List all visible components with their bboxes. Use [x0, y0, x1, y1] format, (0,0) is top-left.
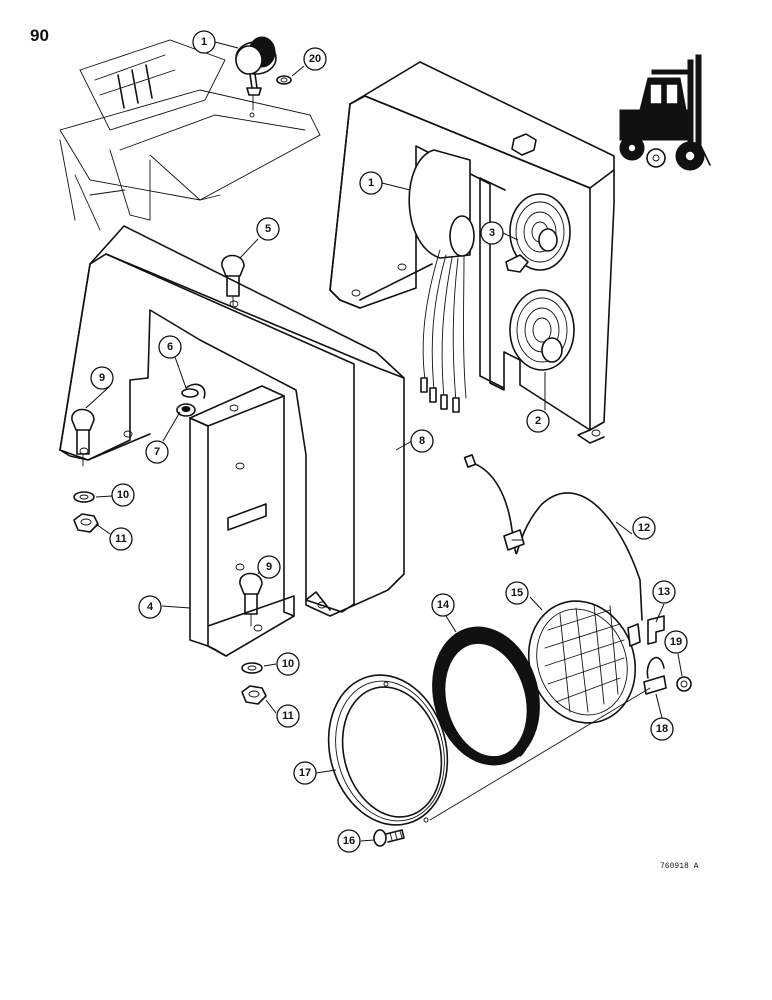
- callout-20: 20: [303, 47, 327, 71]
- rubber-ring-14: [432, 626, 540, 766]
- callout-7: 7: [145, 440, 169, 464]
- washers-6-7: [176, 383, 206, 417]
- svg-text:20: 20: [309, 53, 321, 65]
- sealed-beam-lamp-15: [527, 600, 641, 724]
- callout-5: 5: [256, 217, 280, 241]
- svg-text:10: 10: [117, 489, 129, 501]
- svg-text:2: 2: [535, 415, 541, 427]
- svg-text:8: 8: [419, 435, 425, 447]
- callout-4: 4: [138, 595, 162, 619]
- svg-text:13: 13: [658, 586, 670, 598]
- svg-text:19: 19: [670, 636, 682, 648]
- callout-10-right: 10: [276, 652, 300, 676]
- callout-11-left: 11: [109, 527, 133, 551]
- svg-text:9: 9: [266, 561, 272, 573]
- callout-14: 14: [431, 593, 455, 617]
- svg-text:7: 7: [154, 446, 160, 458]
- forklift-silhouette-icon: [619, 54, 711, 171]
- bolt-9-right: [239, 572, 263, 627]
- svg-text:3: 3: [489, 227, 495, 239]
- svg-text:11: 11: [115, 533, 127, 545]
- svg-text:1: 1: [201, 36, 207, 48]
- wire-harness-12: [463, 454, 643, 621]
- clip-13: [647, 615, 665, 645]
- nut-11-left: [73, 513, 99, 533]
- nut-20: [276, 75, 292, 85]
- leader-lines: [85, 41, 683, 842]
- callout-1-bracket-lamp: 1: [359, 171, 383, 195]
- alignment-line: [429, 687, 651, 821]
- svg-text:17: 17: [299, 767, 311, 779]
- callout-10-left: 10: [111, 483, 135, 507]
- callout-9-left: 9: [90, 366, 114, 390]
- callout-18: 18: [650, 717, 674, 741]
- bracket-8: [59, 225, 405, 617]
- lamp-1-top: [235, 36, 277, 111]
- svg-text:9: 9: [99, 372, 105, 384]
- callout-16: 16: [337, 829, 361, 853]
- svg-text:12: 12: [638, 522, 650, 534]
- washer-10-right: [241, 662, 263, 674]
- callout-2: 2: [526, 409, 550, 433]
- callout-6: 6: [158, 335, 182, 359]
- svg-text:15: 15: [511, 587, 523, 599]
- callout-19: 19: [664, 630, 688, 654]
- svg-text:1: 1: [368, 177, 374, 189]
- svg-text:14: 14: [437, 599, 450, 611]
- svg-text:4: 4: [147, 601, 154, 613]
- callout-3: 3: [480, 221, 504, 245]
- callout-1-top-lamp: 1: [192, 30, 216, 54]
- nut-11-right: [241, 685, 267, 705]
- upper-bracket-assembly: [329, 61, 615, 444]
- bolt-5: [221, 254, 245, 307]
- svg-text:5: 5: [265, 223, 271, 235]
- retaining-ring-17: [327, 674, 449, 826]
- mount-plate-4: [189, 385, 295, 657]
- svg-text:11: 11: [282, 710, 294, 722]
- callout-17: 17: [293, 761, 317, 785]
- drawing-code: 760918 A: [660, 862, 699, 871]
- svg-text:18: 18: [656, 723, 668, 735]
- svg-text:6: 6: [167, 341, 173, 353]
- callout-9-right: 9: [257, 555, 281, 579]
- callout-8: 8: [410, 429, 434, 453]
- screw-16: [373, 829, 405, 847]
- machine-fender-context: [59, 39, 321, 231]
- callout-13: 13: [652, 580, 676, 604]
- callout-11-right: 11: [276, 704, 300, 728]
- svg-text:16: 16: [343, 835, 355, 847]
- callout-15: 15: [505, 581, 529, 605]
- bolt-9-left: [71, 408, 95, 467]
- callout-12: 12: [632, 516, 656, 540]
- ground-wire-18-19: [643, 656, 692, 695]
- svg-text:10: 10: [282, 658, 294, 670]
- page-number: 90: [30, 26, 49, 45]
- washer-10-left: [73, 491, 95, 503]
